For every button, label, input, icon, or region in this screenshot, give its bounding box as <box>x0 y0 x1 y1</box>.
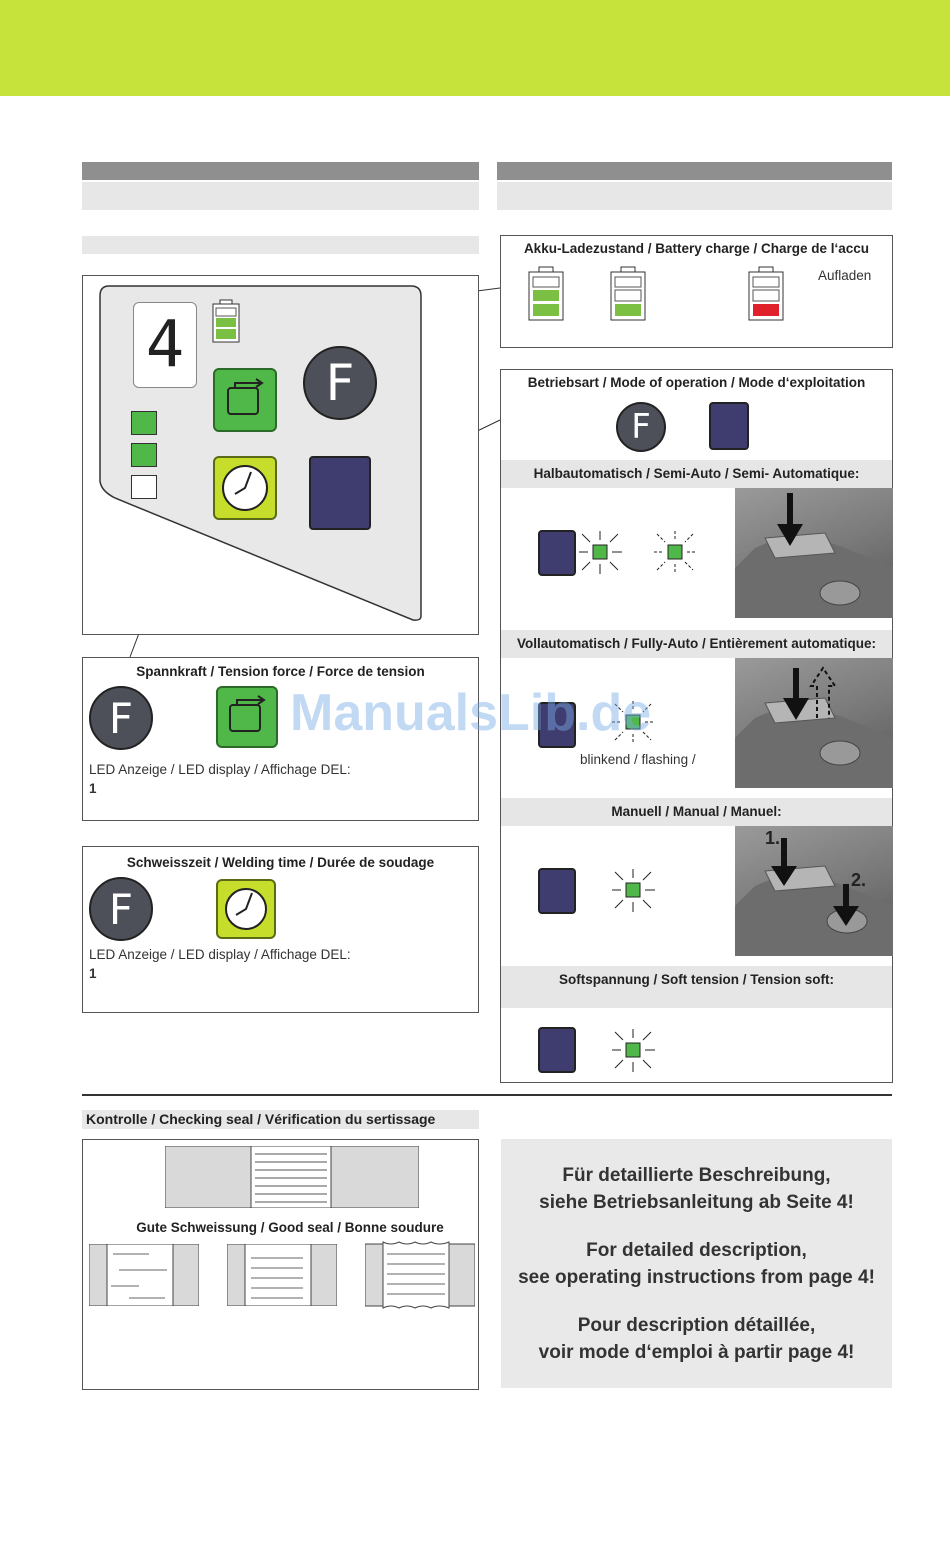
tension-f-button: F <box>89 686 153 750</box>
clock-icon <box>222 465 268 511</box>
tension-led-label: LED Anzeige / LED display / Affichage DE… <box>89 762 351 777</box>
fully-auto-label: Vollautomatisch / Fully-Auto / Entièreme… <box>516 636 877 651</box>
charge-label: Aufladen <box>818 268 872 283</box>
blink-label: blinkend / flashing / <box>580 752 696 767</box>
battery-half-icon <box>610 266 646 321</box>
mode-button[interactable] <box>309 456 371 530</box>
led-indicator-2 <box>131 443 157 467</box>
seal-sample-2 <box>227 1244 337 1306</box>
info-en-line1: For detailed description, <box>586 1240 807 1261</box>
battery-low-icon <box>748 266 784 321</box>
battery-full-icon <box>528 266 564 321</box>
soft-tension-label: Softspannung / Soft tension / Tension so… <box>559 972 834 987</box>
seal-section: Gute Schweissung / Good seal / Bonne sou… <box>82 1139 479 1390</box>
step-1-label: 1. <box>765 828 781 848</box>
battery-section-title: Akku-Ladezustand / Battery charge / Char… <box>523 241 870 256</box>
control-panel-frame: 4 F <box>82 275 479 635</box>
soft-tension-bar <box>501 966 892 1008</box>
section-divider <box>82 1094 892 1096</box>
seal-sample-1 <box>89 1244 199 1306</box>
tension-section-title: Spannkraft / Tension force / Force de te… <box>136 664 425 679</box>
mode-f-button: F <box>616 402 666 452</box>
info-fr-line1: Pour description détaillée, <box>577 1315 816 1336</box>
good-seal-strap <box>165 1146 419 1208</box>
fully-auto-bar <box>501 630 892 658</box>
led-flashing-icon <box>612 701 655 744</box>
battery-icon <box>212 299 240 343</box>
watermark: ManualsLib.de <box>290 684 652 742</box>
info-de-line2: siehe Betriebsanleitung ab Seite 4! <box>539 1192 854 1213</box>
mode-section-title: Betriebsart / Mode of operation / Mode d… <box>527 375 866 390</box>
led-manual-icon <box>612 869 655 912</box>
welding-led-value: 1 <box>89 966 97 981</box>
info-fr-line2: voir mode d‘emploi à partir page 4! <box>538 1342 855 1363</box>
good-seal-label: Gute Schweissung / Good seal / Bonne sou… <box>136 1220 444 1235</box>
semi-auto-bar <box>501 460 892 488</box>
soft-navy-button <box>538 1027 576 1073</box>
info-box: Für detaillierte Beschreibung, siehe Bet… <box>501 1139 892 1388</box>
tension-section: Spannkraft / Tension force / Force de te… <box>82 657 479 821</box>
welding-time-button[interactable] <box>213 456 277 520</box>
mode-navy-button <box>709 402 749 450</box>
header-accent-bar <box>0 0 950 96</box>
battery-section: Akku-Ladezustand / Battery charge / Char… <box>500 235 893 348</box>
manual-bar <box>501 798 892 826</box>
seal-sample-3 <box>365 1241 475 1309</box>
right-section-subheader-bar <box>497 182 892 210</box>
tension-icon <box>229 695 266 732</box>
right-section-header-bar <box>497 162 892 180</box>
welding-led-label: LED Anzeige / LED display / Affichage DE… <box>89 947 351 962</box>
led-blink-icon-2 <box>654 531 697 574</box>
seven-segment-display: 4 <box>133 302 197 388</box>
led-blink-icon <box>579 531 622 574</box>
left-section-header-bar <box>82 162 479 180</box>
led-indicator-3 <box>131 475 157 499</box>
fully-navy-button <box>538 702 576 748</box>
tension-led-value: 1 <box>89 781 97 796</box>
welding-section: Schweisszeit / Welding time / Durée de s… <box>82 846 479 1013</box>
tension-green-button <box>216 686 278 748</box>
semi-auto-photo <box>735 488 893 618</box>
mode-section: Betriebsart / Mode of operation / Mode d… <box>500 369 893 1083</box>
semi-navy-button <box>538 530 576 576</box>
led-indicator-1 <box>131 411 157 435</box>
panel-caption-bar <box>82 236 479 254</box>
info-en-line2: see operating instructions from page 4! <box>518 1267 875 1288</box>
semi-auto-label: Halbautomatisch / Semi-Auto / Semi- Auto… <box>533 466 860 481</box>
manual-navy-button <box>538 868 576 914</box>
manual-label: Manuell / Manual / Manuel: <box>611 804 782 819</box>
welding-section-title: Schweisszeit / Welding time / Durée de s… <box>126 855 435 870</box>
fully-auto-photo <box>735 658 893 788</box>
f-button[interactable]: F <box>303 346 377 420</box>
info-de-line1: Für detaillierte Beschreibung, <box>562 1165 831 1186</box>
seal-section-heading: Kontrolle / Checking seal / Vérification… <box>82 1110 479 1129</box>
manual-photo: 1. 2. <box>735 826 893 956</box>
clock-icon <box>225 888 267 930</box>
left-section-subheader-bar <box>82 182 479 210</box>
tension-icon <box>227 378 264 415</box>
tension-force-button[interactable] <box>213 368 277 432</box>
welding-lime-button <box>216 879 276 939</box>
led-soft-icon <box>612 1029 655 1072</box>
welding-f-button: F <box>89 877 153 941</box>
step-2-label: 2. <box>851 870 867 890</box>
